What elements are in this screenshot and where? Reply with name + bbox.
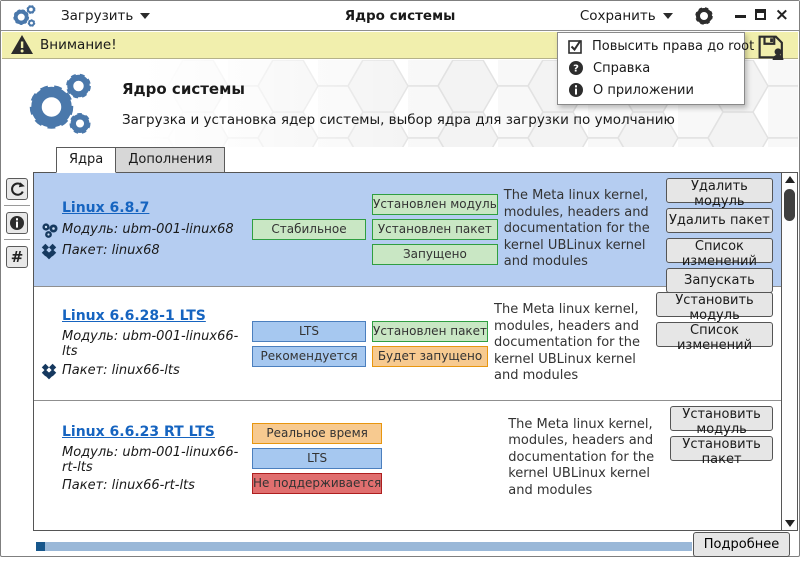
status-badge: Установлен пакет bbox=[372, 320, 489, 342]
minimize-icon[interactable] bbox=[734, 5, 746, 18]
kernel-description: The Meta linux kernel, modules, headers … bbox=[494, 302, 640, 384]
tab-addons[interactable]: Дополнения bbox=[116, 147, 226, 173]
help-circle-icon bbox=[569, 61, 583, 75]
remove-module-button[interactable]: Удалить модуль bbox=[665, 178, 773, 209]
module-label: Модуль: ubm-001-linux66-rt-lts bbox=[62, 444, 239, 475]
toolbar-separator bbox=[4, 205, 30, 206]
arrow-up-icon bbox=[784, 176, 795, 183]
kernel-description: The Meta linux kernel, modules, headers … bbox=[508, 416, 655, 498]
status-badge: Будет запущено bbox=[372, 345, 489, 367]
changelog-button[interactable]: Список изменений bbox=[656, 322, 773, 353]
kernel-name-link[interactable]: Linux 6.8.7 bbox=[62, 199, 150, 216]
kernel-row-linux-6-8-7[interactable]: Linux 6.8.7 Модуль: ubm-001-linux68 Паке… bbox=[34, 173, 781, 293]
badge-column-2: Установлен модуль Установлен пакет Запущ… bbox=[372, 194, 498, 265]
vertical-scrollbar[interactable] bbox=[781, 173, 797, 530]
remove-package-button[interactable]: Удалить пакет bbox=[665, 208, 773, 233]
progress-bar bbox=[36, 542, 692, 551]
tab-bar: Ядра Дополнения bbox=[56, 147, 226, 173]
menu-item-label: Справка bbox=[593, 60, 651, 76]
menu-item-help[interactable]: Справка bbox=[558, 57, 744, 79]
settings-popup-menu: Повысить права до root Справка О приложе… bbox=[557, 32, 754, 105]
install-package-button[interactable]: Установить пакет bbox=[670, 436, 773, 467]
menu-item-about[interactable]: О приложении bbox=[558, 79, 744, 101]
chevron-down-icon bbox=[140, 12, 151, 19]
changelog-button[interactable]: Список изменений bbox=[665, 238, 773, 269]
kernel-row-linux-6-6-28-lts[interactable]: Linux 6.6.28-1 LTS Модуль: ubm-001-linux… bbox=[34, 287, 781, 401]
warning-triangle-icon bbox=[11, 35, 33, 54]
kernel-info: Linux 6.6.23 RT LTS Модуль: ubm-001-linu… bbox=[40, 424, 252, 493]
status-badge: Реальное время bbox=[252, 422, 383, 444]
badge-column-1: Реальное время LTS Не поддерживается bbox=[252, 422, 383, 494]
scroll-down-button[interactable] bbox=[782, 517, 797, 530]
scrollbar-thumb[interactable] bbox=[784, 189, 795, 221]
maximize-icon[interactable] bbox=[754, 9, 766, 20]
scroll-up-button[interactable] bbox=[782, 173, 797, 186]
settings-gear-icon[interactable] bbox=[693, 5, 715, 27]
header-title: Ядро системы bbox=[122, 80, 245, 98]
package-icon bbox=[41, 363, 57, 379]
title-bar: Ядро системы Загрузить Сохранить × bbox=[1, 1, 799, 31]
hash-icon: # bbox=[10, 248, 24, 266]
status-badge: LTS bbox=[252, 447, 383, 469]
kernel-actions: Установить модуль Установить пакет bbox=[670, 406, 773, 467]
menu-item-elevate-root[interactable]: Повысить права до root bbox=[558, 36, 754, 57]
badge-column-1: LTS Рекомендуется bbox=[252, 320, 366, 367]
app-gears-logo bbox=[16, 68, 108, 140]
status-badge: Рекомендуется bbox=[252, 345, 366, 367]
chevron-down-icon bbox=[662, 12, 673, 19]
kernel-info: Linux 6.6.28-1 LTS Модуль: ubm-001-linux… bbox=[40, 308, 252, 380]
kernel-actions: Удалить модуль Удалить пакет Список изме… bbox=[665, 178, 773, 293]
save-as-root-icon[interactable] bbox=[756, 34, 786, 60]
badge-column-2: Установлен пакет Будет запущено bbox=[372, 320, 489, 367]
refresh-button[interactable] bbox=[6, 178, 28, 200]
kernel-list: Linux 6.8.7 Модуль: ubm-001-linux68 Паке… bbox=[33, 172, 798, 531]
kernel-info: Linux 6.8.7 Модуль: ubm-001-linux68 Паке… bbox=[40, 200, 252, 260]
set-default-button[interactable]: Запускать bbox=[665, 268, 773, 293]
status-badge: Установлен модуль bbox=[372, 194, 498, 215]
package-icon bbox=[41, 243, 57, 259]
arrow-down-icon bbox=[784, 520, 795, 527]
checkbox-checked-icon bbox=[568, 39, 582, 54]
save-menu-button[interactable]: Сохранить bbox=[574, 5, 679, 27]
install-module-button[interactable]: Установить модуль bbox=[656, 292, 773, 323]
hash-button[interactable]: # bbox=[6, 246, 28, 268]
save-menu-label: Сохранить bbox=[579, 7, 656, 24]
progress-fill bbox=[36, 542, 45, 551]
package-label: Пакет: linux66-rt-lts bbox=[62, 477, 195, 493]
refresh-icon bbox=[10, 181, 25, 196]
details-button[interactable]: Подробнее bbox=[693, 532, 790, 557]
toolbar-separator bbox=[4, 239, 30, 240]
kernel-actions: Установить модуль Список изменений bbox=[656, 292, 773, 353]
status-badge: Стабильное bbox=[252, 219, 366, 240]
menu-item-label: О приложении bbox=[593, 82, 694, 98]
module-label: Модуль: ubm-001-linux66-lts bbox=[62, 328, 239, 359]
load-menu-button[interactable]: Загрузить bbox=[55, 5, 156, 27]
kernel-name-link[interactable]: Linux 6.6.23 RT LTS bbox=[62, 423, 215, 440]
menu-item-label: Повысить права до root bbox=[592, 39, 755, 54]
load-menu-label: Загрузить bbox=[61, 7, 134, 24]
close-icon[interactable]: × bbox=[774, 5, 789, 25]
alert-text: Внимание! bbox=[40, 37, 117, 53]
package-label: Пакет: linux68 bbox=[62, 243, 160, 258]
kernel-row-linux-6-6-23-rt-lts[interactable]: Linux 6.6.23 RT LTS Модуль: ubm-001-linu… bbox=[34, 401, 781, 515]
info-circle-icon bbox=[10, 216, 24, 230]
module-label: Модуль: ubm-001-linux68 bbox=[62, 222, 234, 237]
badge-column-1: Стабильное bbox=[252, 219, 366, 240]
package-label: Пакет: linux66-lts bbox=[62, 363, 180, 378]
install-module-button[interactable]: Установить модуль bbox=[670, 406, 773, 437]
kernel-name-link[interactable]: Linux 6.6.28-1 LTS bbox=[62, 307, 206, 324]
status-badge: Не поддерживается bbox=[252, 472, 383, 494]
app-gears-icon bbox=[13, 3, 37, 28]
tab-kernels[interactable]: Ядра bbox=[56, 147, 117, 173]
status-badge: Установлен пакет bbox=[372, 219, 498, 240]
info-button[interactable] bbox=[6, 212, 28, 234]
status-badge: Запущено bbox=[372, 244, 498, 265]
module-icon bbox=[42, 222, 58, 238]
side-toolbar: # bbox=[1, 172, 33, 273]
kernel-description: The Meta linux kernel, modules, headers … bbox=[503, 188, 650, 270]
header-subtitle: Загрузка и установка ядер системы, выбор… bbox=[122, 112, 675, 128]
status-badge: LTS bbox=[252, 320, 366, 342]
info-circle-icon bbox=[569, 83, 583, 97]
